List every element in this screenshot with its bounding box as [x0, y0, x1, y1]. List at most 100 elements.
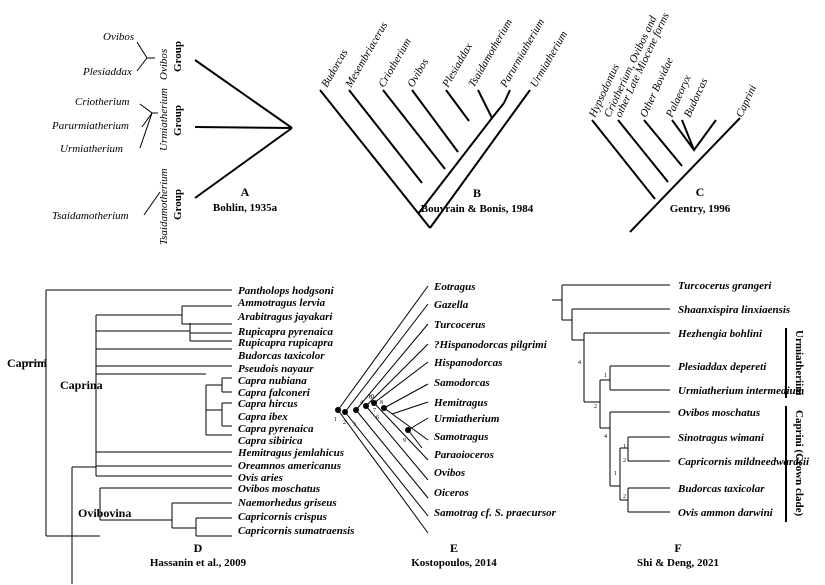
panel-d-letter: D: [194, 541, 203, 555]
group-a-urmia-word: Group: [172, 105, 184, 136]
node-f-0: 4: [578, 360, 581, 366]
panel-b-letter: B: [473, 186, 481, 200]
panel-f-letter: F: [674, 541, 681, 555]
taxon-d-11: Capra pyrenaica: [238, 423, 314, 435]
taxon-e-2: Turcocerus: [434, 319, 486, 331]
taxon-e-8: Samotragus: [434, 431, 488, 443]
taxon-d-18: Capricornis crispus: [238, 511, 327, 523]
tree-a-ovibos-bracket: [136, 41, 148, 72]
taxon-d-8: Capra falconeri: [238, 387, 311, 399]
taxon-a-plesiaddax: Plesiaddax: [82, 66, 132, 78]
node-e-4: 4: [360, 400, 363, 406]
taxon-a-criotherium: Criotherium: [75, 96, 129, 108]
tree-d-ovibovina: [72, 487, 232, 537]
taxon-e-5: Samodorcas: [434, 377, 490, 389]
node-e-1: 1: [334, 417, 337, 423]
taxon-d-12: Capra sibirica: [238, 435, 303, 447]
taxon-b-ovibos: Ovibos: [405, 57, 431, 90]
taxon-e-6: Hemitragus: [433, 397, 488, 409]
taxon-d-13: Hemitragus jemlahicus: [237, 447, 344, 459]
group-a-urmia-label: Urmiatherium: [158, 88, 170, 151]
group-a-tsaida-label: Tsaidamotherium: [158, 168, 170, 245]
taxon-e-0: Eotragus: [433, 281, 476, 293]
tree-e-nodes: [335, 400, 411, 433]
node-e-7: 7: [373, 408, 376, 414]
node-f-3: 4: [604, 434, 607, 440]
tree-a-main-lines: [194, 59, 293, 199]
taxon-d-7: Capra nubiana: [238, 375, 307, 387]
node-e-10: 10: [368, 394, 374, 400]
panel-c-letter: C: [696, 185, 705, 199]
node-f-4: 1: [623, 444, 626, 450]
taxon-d-16: Ovibos moschatus: [238, 483, 320, 495]
tree-b-spine: [417, 117, 493, 215]
taxon-d-6: Pseudois nayaur: [238, 363, 314, 375]
panel-d: Pantholops hodgsoni Ammotragus lervia Ar…: [7, 285, 354, 584]
panel-e-citation: Kostopoulos, 2014: [411, 557, 497, 569]
taxon-f-8: Budorcas taxicolar: [677, 483, 765, 495]
node-e-2: 2: [343, 420, 346, 426]
taxon-d-15: Ovis aries: [238, 472, 283, 484]
panel-e-letter: E: [450, 541, 458, 555]
taxon-e-11: Oiceros: [434, 487, 469, 499]
panel-a-letter: A: [241, 185, 250, 199]
tree-e-lines: [337, 285, 429, 534]
taxon-f-1: Shaanxispira linxiaensis: [678, 304, 790, 316]
taxon-d-14: Oreamnos americanus: [238, 460, 341, 472]
taxon-e-12: Samotrag cf. S. praecursor: [434, 507, 557, 519]
node-e-8: 8: [380, 400, 383, 406]
node-f-7: 2: [623, 494, 626, 500]
panel-c: Hypsodontus Criotherium, Ovibos and othe…: [586, 11, 759, 233]
taxon-d-3: Rupicapra pyrenaica: [237, 326, 334, 338]
clade-d-caprini: Caprini: [7, 356, 48, 370]
node-f-6: 1: [614, 471, 617, 477]
node-e-3: 3: [353, 422, 356, 428]
node-e-5: 5: [369, 395, 372, 401]
group-a-ovibos-word: Group: [172, 41, 184, 72]
taxon-d-9: Capra hircus: [238, 398, 298, 410]
panel-c-citation: Gentry, 1996: [670, 203, 731, 215]
taxon-d-10: Capra ibex: [238, 411, 288, 423]
tree-a-urmia-bracket: [139, 103, 153, 149]
taxon-f-5: Ovibos moschatus: [678, 407, 760, 419]
clade-d-caprina: Caprina: [60, 378, 103, 392]
taxon-e-3: ?Hispanodorcas pilgrimi: [434, 339, 548, 351]
taxon-a-tsaidamotherium: Tsaidamotherium: [52, 210, 129, 222]
taxon-d-5: Budorcas taxicolor: [237, 350, 325, 362]
node-f-5: 2: [623, 458, 626, 464]
taxon-c-caprini: Caprini: [734, 83, 759, 119]
tree-a-tsaida-stem: [143, 191, 161, 216]
taxon-f-3: Plesiaddax depereti: [678, 361, 767, 373]
taxon-f-6: Sinotragus wimani: [678, 432, 765, 444]
taxon-f-7: Capricornis mildneedwardsii: [678, 456, 810, 468]
taxon-e-7: Urmiatherium: [434, 413, 500, 425]
group-a-tsaida-word: Group: [172, 189, 184, 220]
group-a-ovibos-label: Ovibos: [158, 49, 170, 80]
taxon-e-1: Gazella: [434, 299, 469, 311]
taxon-f-2: Hezhengia bohlini: [677, 328, 763, 340]
taxon-a-parurmiatherium: Parurmiatherium: [51, 120, 129, 132]
panel-a: Ovibos Plesiaddax Criotherium Parurmiath…: [51, 31, 293, 245]
bracket-f-caprini-label: Caprini (Crown clade): [793, 410, 805, 516]
panel-a-citation: Bohlin, 1935a: [213, 202, 278, 214]
taxon-d-0: Pantholops hodgsoni: [238, 285, 335, 297]
bracket-f-urmiatheriini-label: Urmiatheriini: [793, 330, 805, 395]
taxon-d-2: Arabitragus jayakari: [237, 311, 333, 323]
taxon-e-4: Hispanodorcas: [433, 357, 502, 369]
panel-b-citation: Bouvrain & Bonis, 1984: [421, 203, 534, 215]
node-f-1: 1: [604, 373, 607, 379]
clade-d-ovibovina: Ovibovina: [78, 506, 131, 520]
tree-d-lines: [22, 289, 232, 584]
node-e-6: 6: [376, 415, 379, 421]
node-f-2: 2: [594, 404, 597, 410]
taxon-d-17: Naemorhedus griseus: [237, 497, 337, 509]
taxon-e-9: Paraoioceros: [434, 449, 494, 461]
panel-f-citation: Shi & Deng, 2021: [637, 557, 719, 569]
tree-c-lines: [591, 117, 741, 233]
panel-d-citation: Hassanin et al., 2009: [150, 557, 247, 569]
taxon-a-ovibos: Ovibos: [103, 31, 134, 43]
panel-f: 4 1 2 4 1 2 1 2 Turcocerus grangeri Shaa…: [552, 280, 810, 569]
taxon-d-19: Capricornis sumatraensis: [238, 525, 354, 537]
taxon-e-10: Ovibos: [434, 467, 465, 479]
